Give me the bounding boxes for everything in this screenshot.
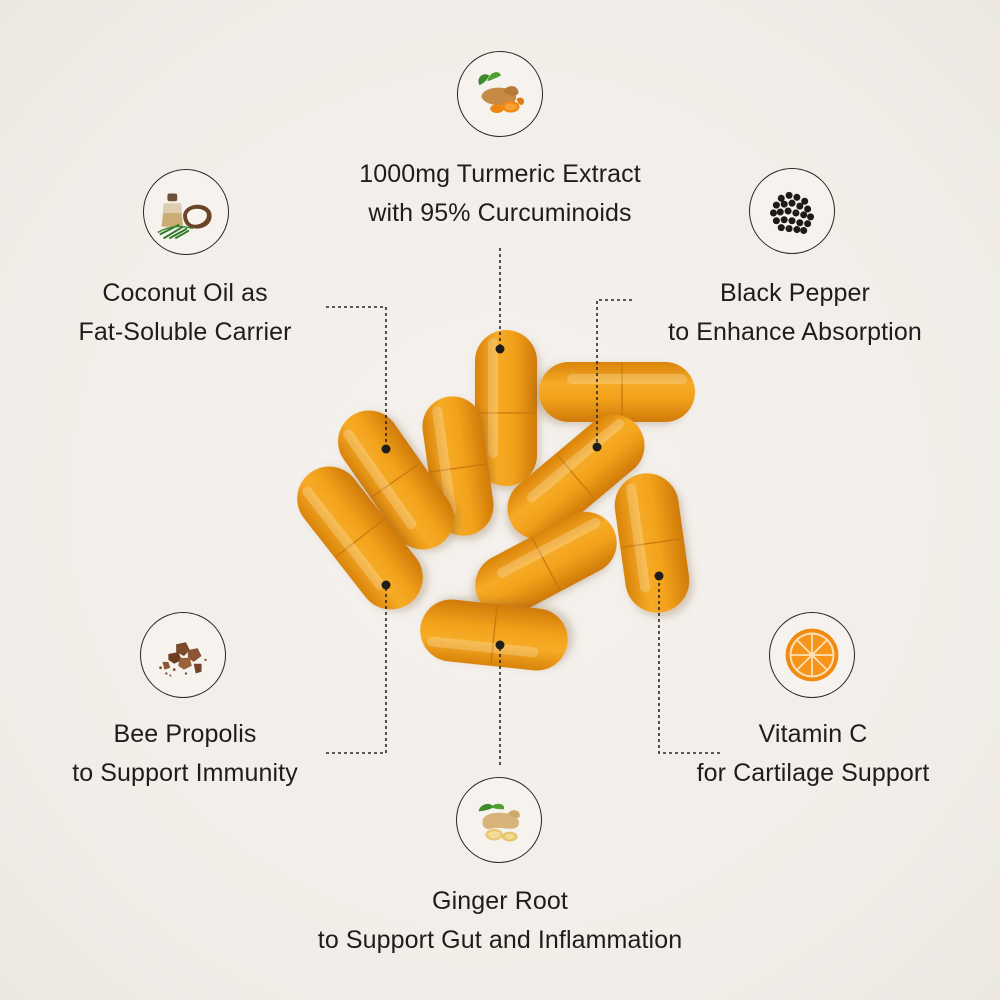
leader-vitaminc: [658, 576, 720, 754]
leader-pepper: [596, 299, 632, 446]
capsule: [297, 466, 423, 610]
leader-dot-coconut: [381, 444, 391, 454]
coconut-label-line1: Coconut Oil as: [102, 279, 268, 307]
coconut-label: Coconut Oil as Fat-Soluble Carrier: [20, 274, 350, 352]
coconut-oil-icon: [143, 169, 229, 255]
capsule: [507, 414, 645, 540]
leader-dot-pepper: [592, 442, 602, 452]
black-pepper-icon: [749, 168, 835, 254]
leader-coconut: [326, 306, 387, 448]
ginger-label: Ginger Root to Support Gut and Inflammat…: [250, 882, 750, 960]
turmeric-label: 1000mg Turmeric Extract with 95% Curcumi…: [300, 155, 700, 233]
leader-dot-propolis: [381, 580, 391, 590]
propolis-label: Bee Propolis to Support Immunity: [20, 715, 350, 793]
turmeric-label-line2: with 95% Curcuminoids: [368, 199, 632, 227]
leader-dot-turmeric: [495, 344, 505, 354]
coconut-label-line2: Fat-Soluble Carrier: [78, 318, 292, 346]
capsule: [475, 511, 617, 617]
ginger-label-line2: to Support Gut and Inflammation: [317, 926, 683, 954]
propolis-label-line2: to Support Immunity: [72, 759, 298, 787]
capsule: [614, 473, 690, 613]
turmeric-label-line1: 1000mg Turmeric Extract: [359, 160, 641, 188]
ginger-root-icon: [456, 777, 542, 863]
capsule: [420, 599, 568, 671]
vitaminc-label: Vitamin C for Cartilage Support: [648, 715, 978, 793]
capsule: [338, 410, 454, 550]
leader-dot-ginger: [495, 640, 505, 650]
ginger-label-line1: Ginger Root: [432, 887, 568, 915]
propolis-label-line1: Bee Propolis: [113, 720, 257, 748]
vitaminc-label-line1: Vitamin C: [758, 720, 868, 748]
leader-propolis: [326, 585, 387, 754]
capsule: [475, 330, 537, 486]
turmeric-root-icon: [457, 51, 543, 137]
pepper-label-line1: Black Pepper: [720, 279, 870, 307]
pepper-label-line2: to Enhance Absorption: [668, 318, 922, 346]
pepper-label: Black Pepper to Enhance Absorption: [630, 274, 960, 352]
orange-slice-icon: [769, 612, 855, 698]
vitaminc-label-line2: for Cartilage Support: [696, 759, 930, 787]
bee-propolis-icon: [140, 612, 226, 698]
leader-dot-vitaminc: [654, 571, 664, 581]
